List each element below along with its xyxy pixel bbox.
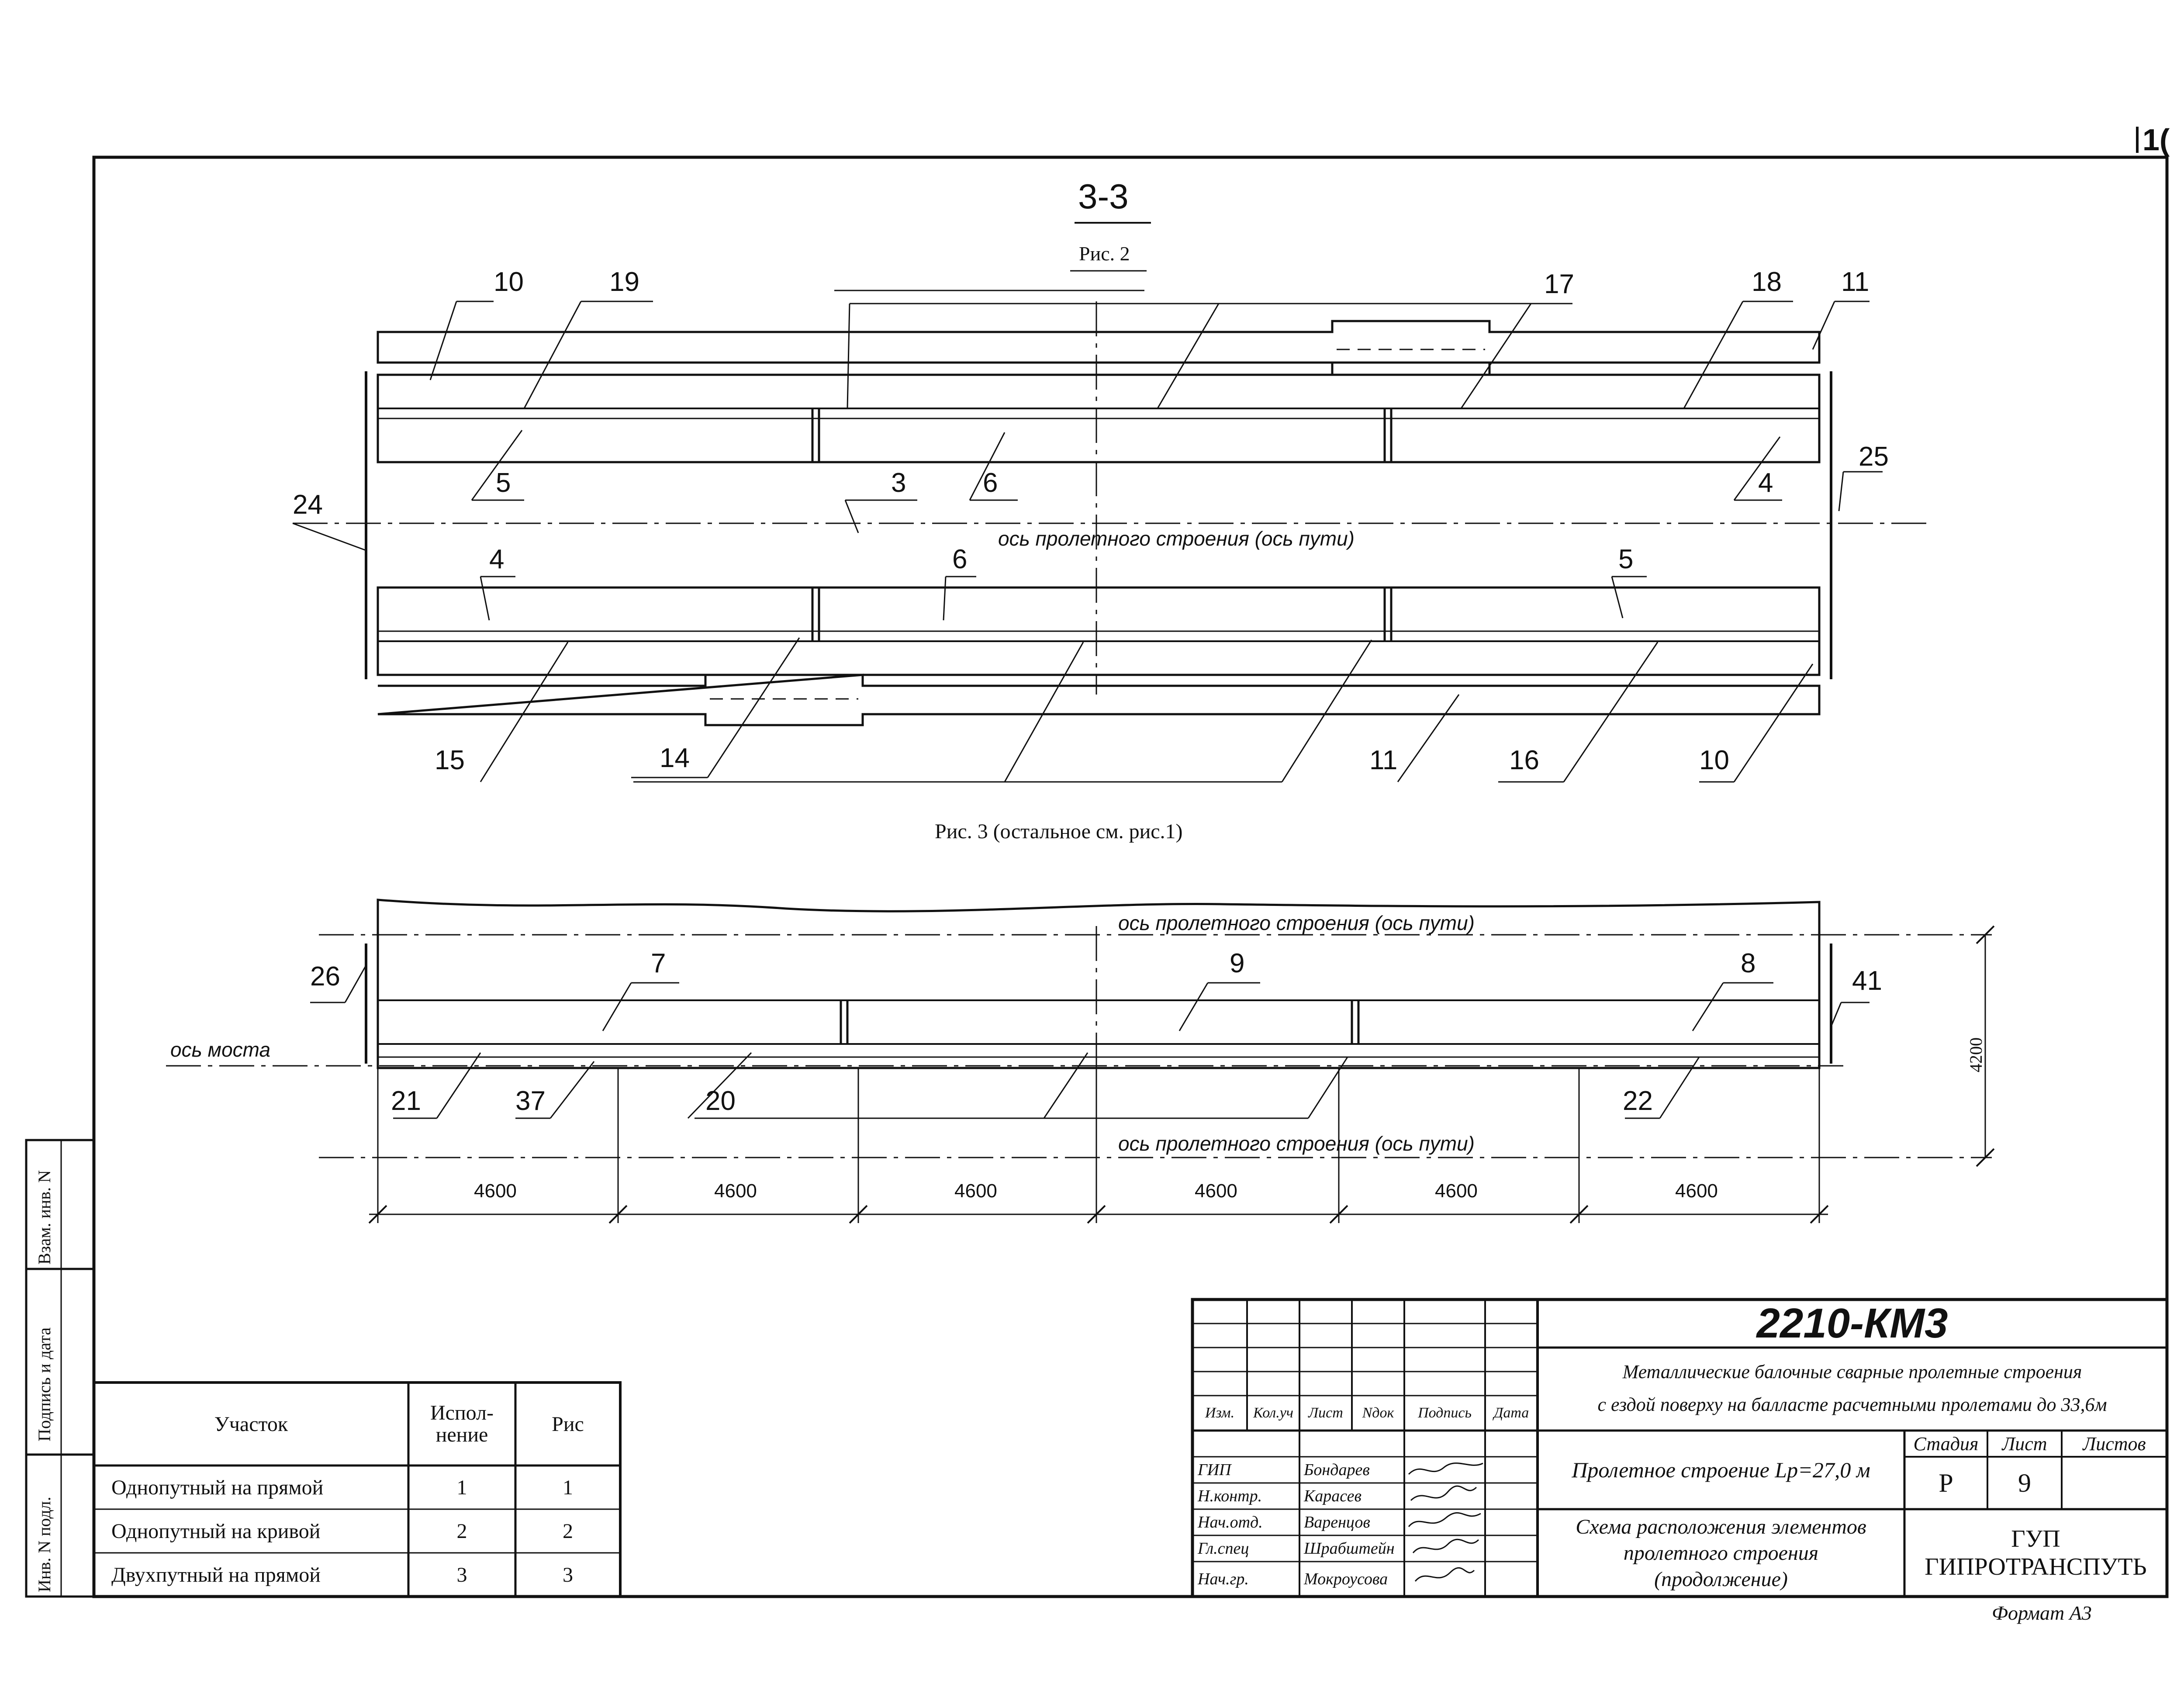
organization: ГУП ГИПРОТРАНСПУТЬ: [1925, 1525, 2147, 1580]
usage-header-variant: Испол- нение: [430, 1401, 494, 1446]
usage-header-section: Участок: [214, 1412, 288, 1436]
bridge-axis-label: ось моста: [170, 1038, 271, 1061]
span-dim-5: 4600: [1435, 1180, 1478, 1202]
sheet-format: Формат А3: [1992, 1602, 2092, 1624]
doc-code: 2210-КМ3: [1756, 1300, 1948, 1347]
staff-role-5: Нач.гр.: [1198, 1570, 1249, 1588]
stage-header: Стадия: [1913, 1433, 1979, 1455]
staff-name-5: Мокроусова: [1304, 1570, 1388, 1588]
fig2-label-11-top: 11: [1841, 267, 1870, 297]
rev-header-doc: Nдок: [1362, 1405, 1394, 1421]
usage-row-1-fig: 1: [563, 1476, 573, 1499]
usage-row-1-variant: 1: [456, 1476, 467, 1499]
fig3-caption: Рис. 3 (остальное см. рис.1): [935, 820, 1183, 843]
rev-header-signature: Подпись: [1418, 1405, 1472, 1421]
stamp-inv-repl: Взам. инв. N: [35, 1170, 54, 1265]
staff-role-1: ГИП: [1198, 1461, 1231, 1479]
fig2-label-11-bottom: 11: [1369, 745, 1398, 775]
staff-role-4: Гл.спец: [1198, 1539, 1249, 1558]
sheet-value: 9: [2018, 1468, 2031, 1497]
fig3-label-9: 9: [1230, 948, 1245, 978]
sheets-value: [2062, 1457, 2167, 1509]
section-title: 3-3: [1078, 177, 1129, 216]
fig2-track-axis-label: ось пролетного строения (ось пути): [998, 527, 1355, 550]
drawing-title-line3: (продолжение): [1654, 1567, 1788, 1591]
sheet-header: Лист: [2002, 1433, 2047, 1455]
fig2-label-4-bottom: 4: [489, 544, 505, 574]
fig2-label-17: 17: [1544, 269, 1574, 299]
height-dim: 4200: [1966, 1037, 1986, 1072]
fig3-track-axis-label-bottom: ось пролетного строения (ось пути): [1118, 1132, 1475, 1155]
span-dim-2: 4600: [714, 1180, 757, 1202]
span-dim-4: 4600: [1195, 1180, 1237, 1202]
usage-row-2-variant: 2: [456, 1519, 467, 1543]
sheets-header: Листов: [2083, 1433, 2146, 1455]
staff-name-4: Шрабштейн: [1304, 1539, 1395, 1558]
corner-sheet-mark: 1(: [2143, 123, 2170, 157]
fig2-label-3: 3: [891, 468, 906, 498]
fig2-label-18: 18: [1752, 267, 1782, 297]
rev-header-change: Изм.: [1205, 1405, 1235, 1421]
fig3-label-22: 22: [1623, 1086, 1653, 1116]
fig3-label-7: 7: [651, 948, 666, 978]
fig2-label-5-top: 5: [496, 468, 511, 498]
object-name: Пролетное строение Lр=27,0 м: [1572, 1458, 1870, 1482]
span-dim-6: 4600: [1675, 1180, 1718, 1202]
series-title-line1: Металлические балочные сварные пролетные…: [1622, 1361, 2082, 1382]
usage-row-3-section: Двухпутный на прямой: [111, 1563, 321, 1586]
stage-value: Р: [1939, 1468, 1953, 1497]
rev-header-date: Дата: [1493, 1405, 1529, 1421]
usage-row-1-section: Однопутный на прямой: [111, 1476, 324, 1499]
series-title-line2: с ездой поверху на балласте расчетными п…: [1597, 1393, 2107, 1415]
staff-name-2: Карасев: [1304, 1487, 1362, 1505]
rev-header-sheet: Лист: [1308, 1405, 1343, 1421]
fig2-label-24: 24: [293, 490, 323, 520]
fig2-label-6-bottom: 6: [952, 544, 968, 574]
fig2-label-15: 15: [435, 745, 465, 775]
fig2-label-4-top: 4: [1758, 468, 1773, 498]
staff-role-2: Н.контр.: [1198, 1487, 1262, 1505]
stamp-inv-orig: Инв. N подл.: [35, 1497, 54, 1592]
fig2-label-14: 14: [660, 743, 690, 773]
fig2-label-19: 19: [609, 267, 639, 297]
fig3-label-21: 21: [391, 1086, 421, 1116]
drawing-title-line1: Схема расположения элементов: [1576, 1515, 1866, 1538]
staff-name-3: Варенцов: [1304, 1513, 1370, 1531]
fig2-label-25: 25: [1859, 442, 1889, 472]
fig3-label-20: 20: [705, 1086, 736, 1116]
rev-header-qty: Кол.уч: [1253, 1405, 1294, 1421]
fig2-label-16: 16: [1509, 745, 1539, 775]
usage-row-3-fig: 3: [563, 1563, 573, 1586]
stamp-sign-date: Подпись и дата: [35, 1327, 54, 1441]
usage-row-2-section: Однопутный на кривой: [111, 1519, 321, 1543]
fig3-label-37: 37: [515, 1086, 546, 1116]
usage-row-2-fig: 2: [563, 1519, 573, 1543]
fig3-label-8: 8: [1741, 948, 1756, 978]
fig3-label-41: 41: [1852, 966, 1882, 996]
span-dim-3: 4600: [954, 1180, 997, 1202]
drawing-title-line2: пролетного строения: [1623, 1541, 1819, 1565]
usage-row-3-variant: 3: [456, 1563, 467, 1586]
fig2-label-5-bottom: 5: [1618, 544, 1634, 574]
fig2-label-10-bottom: 10: [1699, 745, 1729, 775]
span-dim-1: 4600: [474, 1180, 517, 1202]
signatures: [1408, 1462, 1483, 1582]
fig3-label-26: 26: [310, 961, 340, 992]
fig2-caption: Рис. 2: [1079, 242, 1130, 265]
fig2-label-6-top: 6: [983, 468, 998, 498]
staff-role-3: Нач.отд.: [1198, 1513, 1263, 1531]
staff-name-1: Бондарев: [1304, 1461, 1370, 1479]
fig2-label-10-top: 10: [494, 267, 524, 297]
fig3-track-axis-label-top: ось пролетного строения (ось пути): [1118, 912, 1475, 934]
usage-header-fig: Рис: [552, 1412, 584, 1436]
